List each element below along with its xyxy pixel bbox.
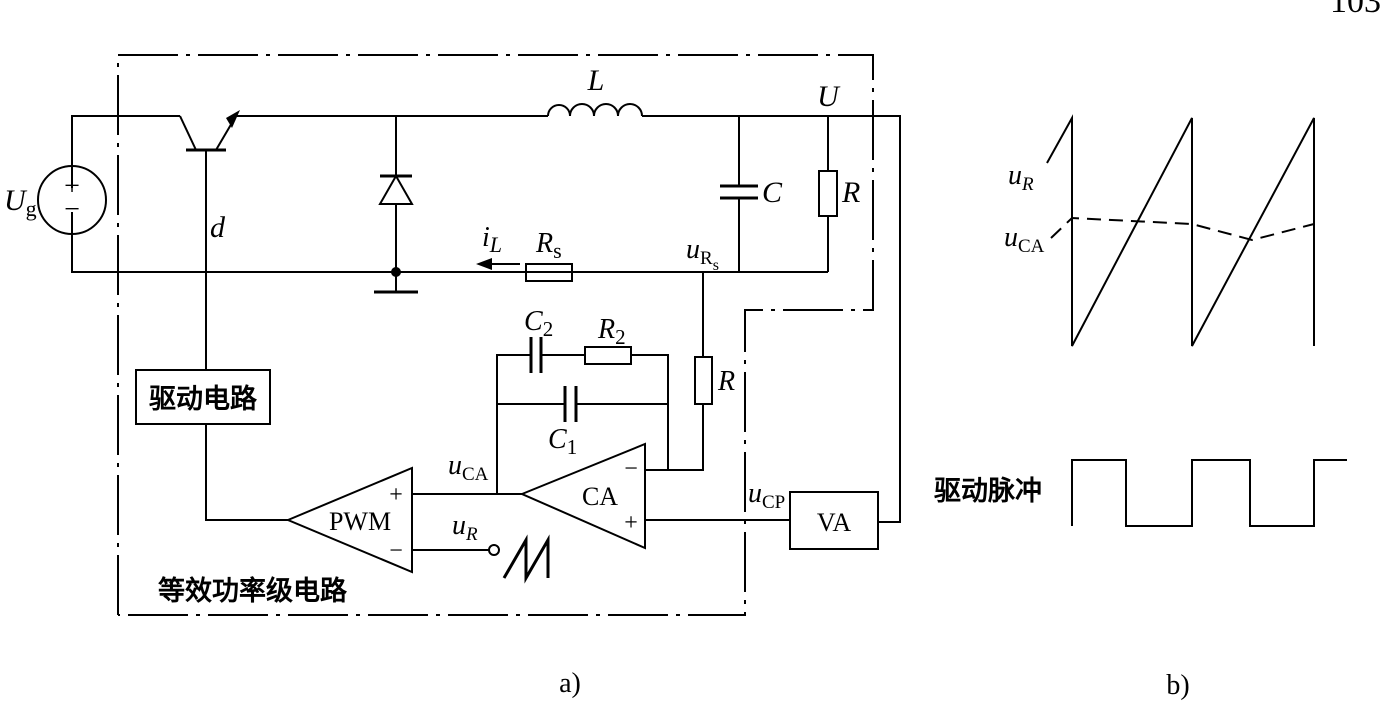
capacitor-c2-symbol [529, 337, 543, 373]
drive-pulse-label: 驱动脉冲 [934, 476, 1042, 507]
panel-a-label: a) [559, 668, 581, 699]
power-stage-caption: 等效功率级电路 [158, 575, 348, 607]
current-amplifier-symbol [519, 442, 646, 550]
ca-plus-sign: + [624, 510, 638, 536]
pwm-comparator-symbol [285, 466, 413, 574]
page-number: 103 [1330, 0, 1381, 20]
inductor-current-arrow [476, 258, 520, 270]
sense-resistor-symbol [525, 263, 573, 282]
power-stage-enclosure [117, 54, 874, 616]
load-resistor-label: R [841, 176, 860, 209]
ground-junction-dot [391, 267, 401, 277]
voltage-amplifier-box [789, 491, 879, 550]
resistor-r2-label: R2 [597, 314, 626, 349]
current-label: iL [482, 222, 502, 257]
cp-label: uCP [748, 478, 785, 513]
waveform-uca-label: uCA [1004, 222, 1045, 257]
capacitor-c2-label: C2 [524, 306, 553, 341]
panel-b-label: b) [1166, 670, 1189, 701]
output-voltage-label: U [817, 80, 841, 113]
driver-circuit-label: 驱动电路 [149, 383, 258, 415]
main-wiring [71, 115, 901, 551]
driver-circuit-box [135, 369, 271, 425]
inductor-label: L [587, 64, 605, 97]
pwm-minus-sign: − [389, 538, 403, 564]
waveform-ur-label: uR [1008, 160, 1034, 195]
ca-minus-sign: − [624, 456, 638, 482]
capacitor-label: C [762, 176, 783, 209]
sawtooth-icon [502, 534, 550, 584]
capacitor-c1-symbol [563, 386, 578, 422]
freewheel-diode-symbol [378, 173, 414, 205]
sense-resistor-label: Rs [535, 228, 562, 263]
ramp-input-label: uR [452, 510, 478, 545]
ca-label: CA [582, 482, 618, 511]
waveform-drive-pulse [1071, 459, 1347, 527]
source-minus-sign: − [64, 194, 80, 225]
va-label: VA [817, 508, 851, 537]
input-resistor-label: R [717, 366, 735, 397]
pwm-label: PWM [329, 507, 391, 536]
resistor-r2-symbol [584, 346, 632, 365]
ca-output-label: uCA [448, 450, 489, 485]
output-capacitor-symbol [720, 184, 758, 200]
voltage-source-symbol: + − [37, 165, 107, 235]
sense-voltage-label: uRs [686, 234, 719, 274]
load-resistor-symbol [818, 170, 838, 217]
source-label: Ug [4, 184, 37, 221]
input-resistor-symbol [694, 356, 713, 405]
inductor-symbol [547, 103, 643, 117]
pwm-plus-sign: + [389, 482, 403, 508]
transistor-symbol [179, 110, 240, 152]
capacitor-c1-label: C1 [548, 424, 577, 459]
duty-cycle-label: d [210, 211, 226, 244]
waveform-ramp [1046, 114, 1315, 347]
waveform-ca [1050, 216, 1315, 242]
source-plus-sign: + [64, 171, 80, 202]
ramp-terminal [488, 544, 500, 556]
